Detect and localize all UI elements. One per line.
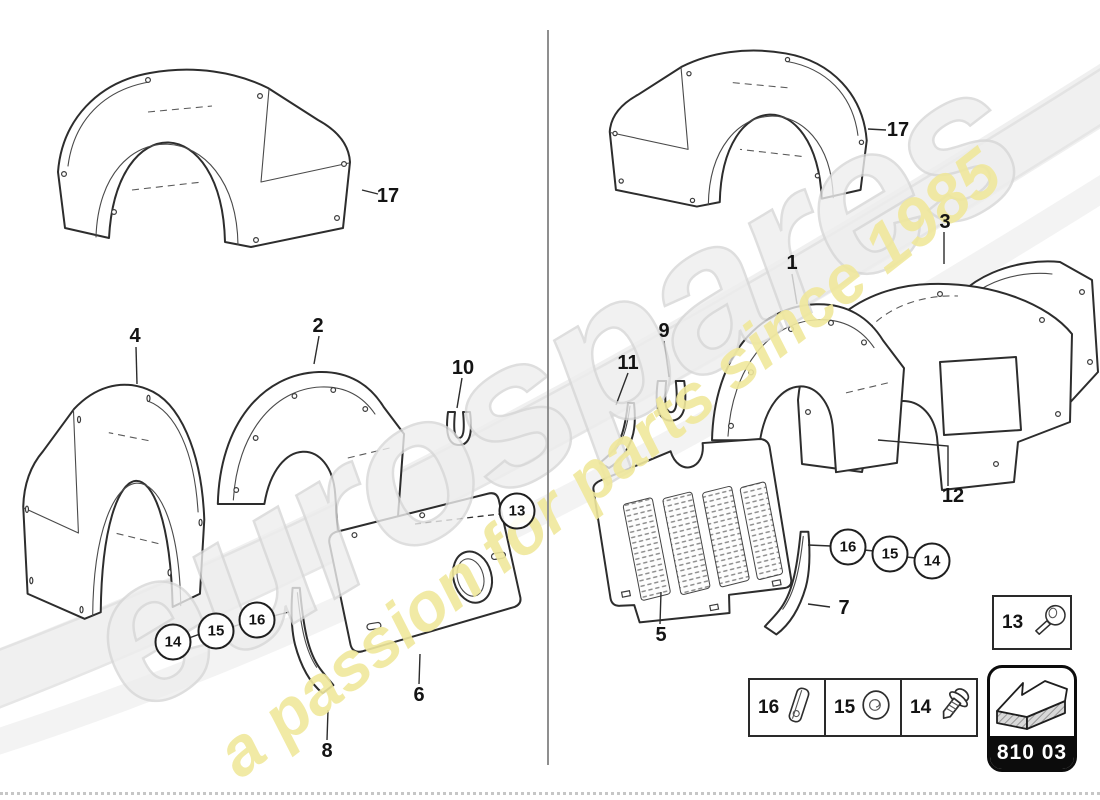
part-circle-13-left[interactable]: 13 bbox=[498, 492, 536, 530]
seal-strip-7-drawing bbox=[763, 530, 812, 637]
part-label-9[interactable]: 9 bbox=[658, 320, 670, 342]
part-label-5[interactable]: 5 bbox=[655, 624, 667, 646]
wheel-housing-4-drawing bbox=[21, 383, 206, 621]
part-label-1[interactable]: 1 bbox=[786, 252, 798, 274]
part-label-7[interactable]: 7 bbox=[838, 597, 850, 619]
arch-liner-2-drawing bbox=[216, 370, 406, 536]
bottom-dotted-border bbox=[0, 792, 1100, 795]
part-circle-14-left[interactable]: 14 bbox=[154, 623, 192, 661]
part-group-badge[interactable]: 810 03 bbox=[987, 665, 1077, 772]
part-label-8[interactable]: 8 bbox=[321, 740, 333, 762]
center-divider-line bbox=[547, 30, 549, 765]
rivet-icon bbox=[1026, 600, 1070, 645]
washer-icon bbox=[860, 689, 892, 726]
wheel-housing-3-drawing bbox=[940, 261, 1098, 420]
legend-box-13-number: 13 bbox=[1002, 611, 1024, 633]
seal-strip-11-drawing bbox=[599, 402, 636, 469]
leader-lines bbox=[135, 128, 949, 741]
legend-cell-14-number: 14 bbox=[910, 696, 932, 718]
part-label-17-left[interactable]: 17 bbox=[376, 185, 400, 207]
clip-icon bbox=[784, 684, 814, 731]
part-label-11[interactable]: 11 bbox=[617, 352, 639, 374]
legend-cell-16[interactable]: 16 bbox=[750, 680, 826, 735]
legend-cell-14[interactable]: 14 bbox=[902, 680, 976, 735]
wheel-housing-17-right-drawing bbox=[608, 49, 868, 208]
arch-liner-1-drawing bbox=[710, 303, 906, 474]
part-label-6[interactable]: 6 bbox=[413, 684, 425, 706]
part-label-10[interactable]: 10 bbox=[451, 357, 475, 379]
legend-cell-16-number: 16 bbox=[758, 696, 780, 718]
legend-cell-15[interactable]: 15 bbox=[826, 680, 902, 735]
part-label-4[interactable]: 4 bbox=[129, 325, 141, 347]
part-circle-14-right[interactable]: 14 bbox=[913, 542, 951, 580]
retainer-clip-9-drawing bbox=[655, 379, 687, 422]
retainer-clip-10-drawing bbox=[446, 411, 472, 446]
part-label-17-right[interactable]: 17 bbox=[886, 119, 910, 141]
wheel-liner-12-drawing bbox=[798, 284, 1072, 490]
part-label-2[interactable]: 2 bbox=[312, 315, 324, 337]
part-circle-16-left[interactable]: 16 bbox=[238, 601, 276, 639]
part-circle-16-right[interactable]: 16 bbox=[829, 528, 867, 566]
part-circle-15-left[interactable]: 15 bbox=[197, 612, 235, 650]
part-circle-15-right[interactable]: 15 bbox=[871, 535, 909, 573]
legend-box-13[interactable]: 13 bbox=[992, 595, 1072, 650]
part-group-code: 810 03 bbox=[990, 736, 1074, 769]
part-label-3[interactable]: 3 bbox=[939, 211, 951, 233]
vented-panel-5-drawing bbox=[585, 431, 799, 635]
screw-icon bbox=[936, 684, 972, 731]
cover-panel-6-drawing bbox=[326, 491, 525, 654]
seal-strip-8-drawing bbox=[289, 586, 336, 695]
fastener-legend-table: 16 15 14 bbox=[748, 678, 978, 737]
legend-cell-15-number: 15 bbox=[834, 696, 856, 718]
wheel-housing-17-left-drawing bbox=[57, 68, 351, 248]
section-arrow-icon bbox=[990, 668, 1074, 736]
part-label-12[interactable]: 12 bbox=[941, 485, 965, 507]
